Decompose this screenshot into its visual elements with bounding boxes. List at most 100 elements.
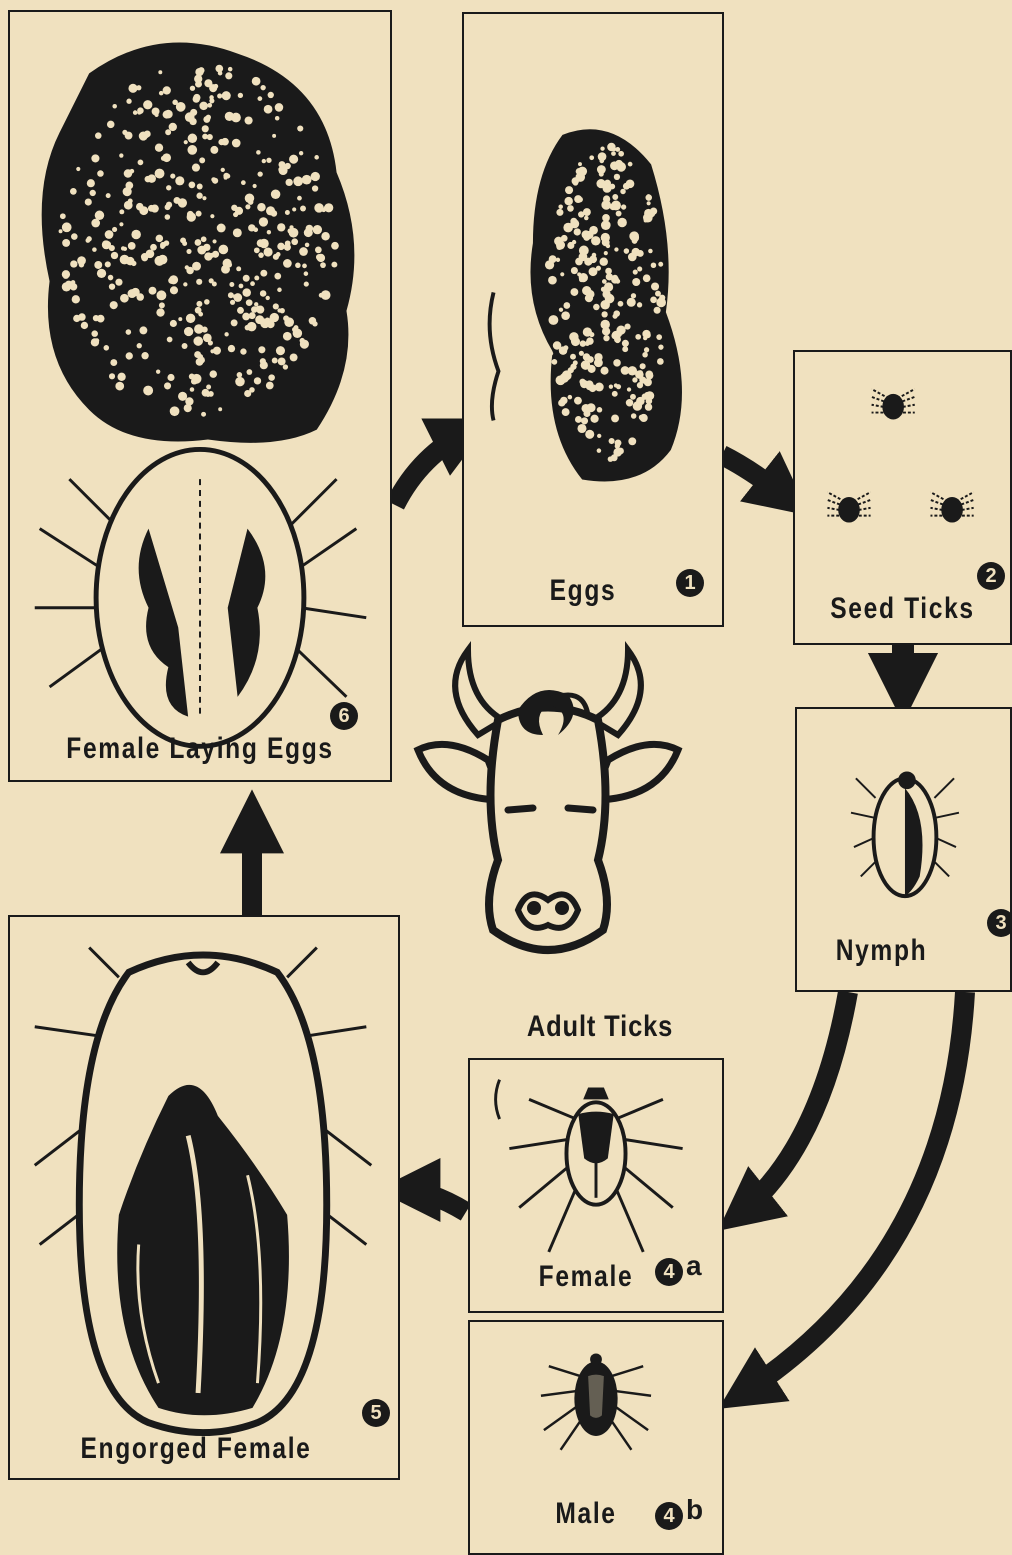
egg-dot (627, 387, 631, 391)
egg-dot (243, 275, 250, 282)
egg-dot (192, 164, 200, 172)
egg-dot (170, 406, 180, 416)
egg-dot (277, 223, 285, 231)
egg-dot (125, 132, 133, 140)
egg-dot (612, 147, 616, 151)
egg-dot (277, 243, 285, 251)
egg-dot (186, 249, 191, 254)
egg-dot (164, 382, 171, 389)
egg-dot (588, 365, 596, 373)
egg-dot (204, 299, 210, 305)
egg-dot (631, 413, 637, 419)
label-nymph: Nymph (794, 934, 969, 968)
egg-dot (228, 345, 235, 352)
egg-dot (209, 278, 214, 283)
egg-dot (245, 204, 250, 209)
egg-dot (603, 335, 609, 341)
egg-dot (624, 248, 630, 254)
egg-dot (238, 93, 243, 98)
egg-dot (256, 150, 261, 155)
egg-dot (604, 251, 608, 255)
egg-dot (313, 225, 322, 234)
egg-dot (553, 341, 561, 349)
egg-dot (603, 195, 610, 202)
egg-dot (643, 274, 651, 282)
egg-dot (581, 404, 590, 413)
egg-dot (233, 228, 242, 237)
egg-dot (207, 103, 212, 108)
egg-dot (65, 281, 73, 289)
egg-dot (563, 302, 570, 309)
egg-dot (256, 306, 264, 314)
egg-dot (602, 238, 610, 246)
egg-dot (632, 248, 640, 256)
egg-dot (158, 255, 168, 265)
egg-dot (168, 277, 175, 284)
egg-dot (59, 229, 63, 233)
egg-dot (260, 290, 267, 297)
egg-dot (170, 174, 175, 179)
egg-dot (136, 85, 141, 90)
egg-dot (178, 198, 187, 207)
egg-dot (139, 326, 147, 334)
egg-dot (300, 340, 309, 349)
egg-dot (255, 315, 264, 324)
egg-dot (170, 320, 177, 327)
egg-dot (602, 279, 607, 284)
egg-dot (120, 255, 130, 265)
egg-dot (618, 332, 622, 336)
egg-dot (123, 187, 132, 196)
egg-dot (197, 184, 203, 190)
egg-dot (259, 217, 268, 226)
egg-dot (570, 334, 577, 341)
egg-dot (105, 230, 114, 239)
egg-dot (295, 263, 301, 269)
egg-dot (167, 374, 174, 381)
egg-dot (560, 272, 564, 276)
egg-dot (62, 239, 70, 247)
egg-dot (108, 275, 114, 281)
egg-dot (583, 208, 591, 216)
egg-dot (237, 307, 244, 314)
egg-dot (647, 217, 652, 222)
egg-dot (196, 279, 202, 285)
egg-dot (590, 415, 598, 423)
egg-dot (170, 286, 178, 294)
egg-dot (189, 374, 195, 380)
egg-dot (149, 287, 157, 295)
egg-dot (583, 327, 592, 336)
egg-dot (119, 209, 124, 214)
egg-dot (254, 377, 261, 384)
egg-dot (548, 276, 557, 285)
egg-dot (289, 155, 298, 164)
female-laying-eggs-illustration (10, 12, 390, 780)
egg-dot (148, 205, 155, 212)
egg-dot (613, 359, 620, 366)
egg-dot (611, 151, 616, 156)
egg-dot (91, 154, 99, 162)
egg-dot (277, 288, 282, 293)
egg-dot (183, 282, 187, 286)
egg-dot (561, 235, 568, 242)
egg-dot (317, 254, 325, 262)
egg-dot (580, 340, 586, 346)
egg-dot (311, 172, 320, 181)
egg-dot (81, 322, 88, 329)
egg-dot (70, 260, 77, 267)
egg-dot (212, 178, 218, 184)
egg-dot (245, 116, 253, 124)
egg-dot (147, 174, 156, 183)
egg-dot (572, 177, 579, 184)
egg-dot (612, 391, 618, 397)
egg-dot (646, 194, 650, 198)
egg-dot (195, 239, 202, 246)
egg-dot (597, 448, 602, 453)
egg-dot (126, 352, 133, 359)
egg-dot (217, 93, 222, 98)
egg-dot (106, 193, 111, 198)
egg-dot (87, 179, 95, 187)
egg-dot (223, 259, 232, 268)
egg-dot (276, 252, 281, 257)
egg-dot (152, 107, 160, 115)
egg-dot (163, 86, 171, 94)
